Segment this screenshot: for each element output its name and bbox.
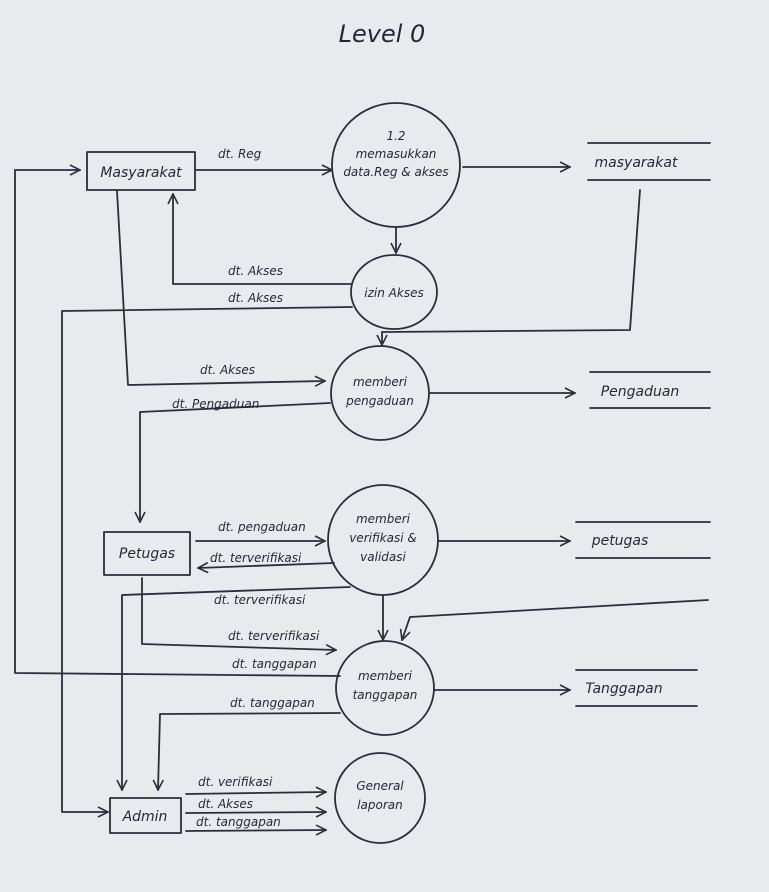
process-label: General (356, 779, 404, 793)
flow-label: dt. pengaduan (218, 520, 306, 534)
flow-arrow (158, 712, 341, 790)
process-label: memberi (358, 669, 413, 683)
process-label: verifikasi & (349, 531, 417, 545)
process-label: memberi (356, 512, 411, 526)
flow-arrow (198, 563, 335, 568)
flow-label: dt. tanggapan (196, 815, 281, 829)
flows: dt. Reg dt. Akses dt. Akses dt. Akses dt… (14, 147, 709, 831)
flow-label: dt. Akses (200, 363, 255, 377)
process-general-laporan: General laporan (334, 752, 426, 844)
flow-label: dt. tanggapan (232, 657, 317, 671)
entity-admin: Admin (109, 797, 182, 834)
flow-label: dt. terverifikasi (210, 551, 302, 565)
process-number: 1.2 (386, 129, 405, 143)
flow-arrow (14, 170, 341, 677)
flow-arrow (116, 190, 325, 385)
flow-label: dt. Pengaduan (172, 397, 259, 411)
flow-arrow (185, 812, 326, 813)
process-label: data.Reg & akses (343, 165, 448, 179)
flow-arrow (173, 194, 353, 285)
flow-label: dt. Reg (218, 147, 262, 161)
flow-arrow (141, 577, 336, 650)
flow-arrow (382, 189, 641, 345)
process-label: pengaduan (345, 394, 414, 408)
flow-arrow (61, 306, 353, 812)
process-izin-akses: izin Akses (350, 254, 438, 330)
store-label: masyarakat (595, 155, 678, 171)
store-label: Tanggapan (585, 681, 662, 697)
process-label: validasi (360, 550, 406, 564)
process-label: memasukkan (356, 147, 437, 161)
flow-label: dt. Akses (198, 797, 253, 811)
process-label: tanggapan (353, 688, 418, 702)
process-memberi-tanggapan: memberi tanggapan (335, 640, 435, 736)
store-pengaduan: Pengaduan (589, 371, 711, 409)
flow-label: dt. Akses (228, 291, 283, 305)
entity-petugas-label: Petugas (119, 546, 175, 562)
entity-admin-label: Admin (122, 809, 168, 825)
store-petugas: petugas (575, 521, 711, 559)
flow-label: dt. verifikasi (198, 775, 273, 789)
flow-arrow (122, 586, 351, 790)
entity-masyarakat: Masyarakat (86, 151, 196, 191)
process-label: izin Akses (364, 286, 423, 300)
process-1-2: 1.2 memasukkan data.Reg & akses (331, 102, 461, 228)
entity-masyarakat-label: Masyarakat (100, 165, 182, 181)
store-label: Pengaduan (601, 384, 680, 400)
flow-arrow (140, 402, 331, 522)
store-masyarakat: masyarakat (587, 142, 711, 181)
entity-petugas: Petugas (103, 531, 191, 576)
flow-arrow (185, 792, 326, 794)
flow-arrow (185, 830, 326, 831)
store-tanggapan: Tanggapan (575, 669, 698, 707)
process-memberi-verifikasi: memberi verifikasi & validasi (327, 484, 439, 596)
diagram-title: Level 0 (339, 20, 426, 48)
process-memberi-pengaduan: memberi pengaduan (330, 345, 430, 441)
flow-arrow (402, 599, 709, 640)
flow-label: dt. terverifikasi (228, 629, 320, 643)
flow-label: dt. tanggapan (230, 696, 315, 710)
flow-label: dt. terverifikasi (214, 593, 306, 607)
process-label: memberi (353, 375, 408, 389)
flow-label: dt. Akses (228, 264, 283, 278)
process-label: laporan (357, 798, 403, 812)
store-label: petugas (591, 533, 649, 549)
